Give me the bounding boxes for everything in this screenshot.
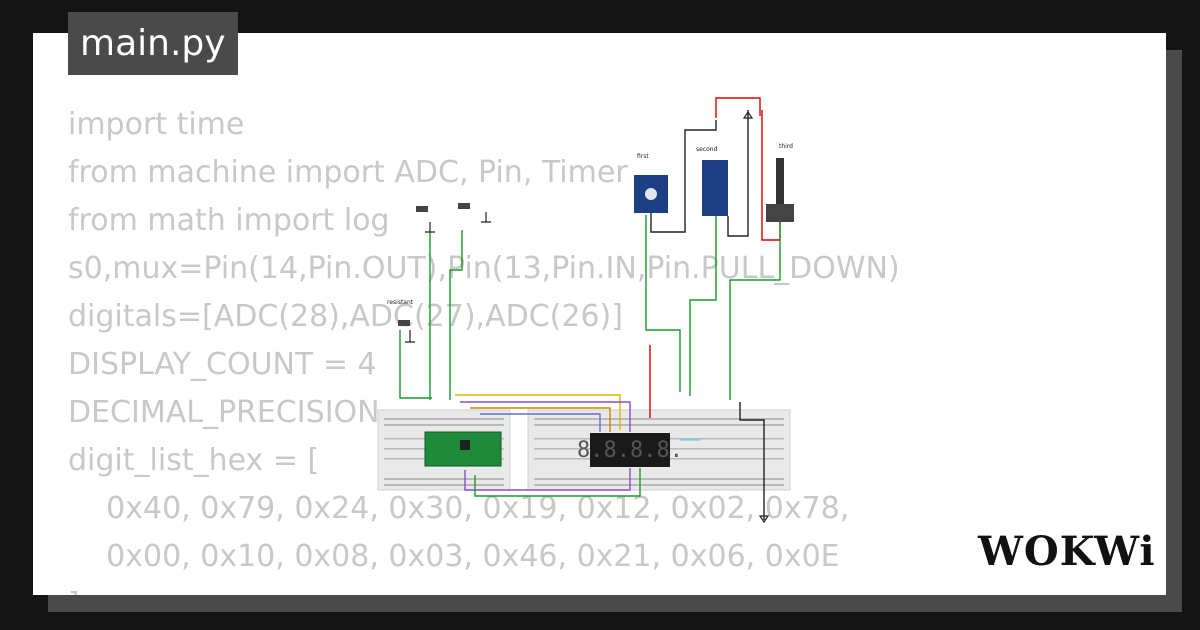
filename-tab: main.py: [68, 12, 238, 75]
label-first: first: [637, 153, 649, 160]
filename-label: main.py: [80, 23, 226, 64]
code-line: from machine import ADC, Pin, Timer: [68, 155, 628, 190]
pico-chip: [460, 440, 470, 450]
code-line: DECIMAL_PRECISION_: [68, 395, 395, 430]
button-1: [416, 206, 428, 212]
wokwi-logo-text: WOKWi: [978, 528, 1156, 575]
wokwi-logo: WOKWi: [978, 528, 1155, 578]
code-line: digit_list_hex = [: [68, 443, 320, 478]
code-line: 0x00, 0x10, 0x08, 0x03, 0x46, 0x21, 0x06…: [68, 539, 840, 574]
code-line: ]: [68, 587, 80, 595]
code-line: 0x40, 0x79, 0x24, 0x30, 0x19, 0x12, 0x02…: [68, 491, 850, 526]
ground-symbols: [405, 110, 770, 524]
button-2: [458, 203, 470, 209]
label-second: second: [696, 146, 718, 153]
sensor-first-dome: [645, 188, 657, 200]
seven-segment-display: [590, 433, 670, 467]
slider-track: [776, 158, 784, 206]
code-line: import time: [68, 107, 245, 142]
label-third: third: [779, 143, 793, 150]
code-line: DISPLAY_COUNT = 4: [68, 347, 377, 382]
slider-third: [766, 204, 794, 222]
label-resistant: resistant: [387, 299, 414, 306]
code-line: from math import log: [68, 203, 390, 238]
code-line: digitals=[ADC(28),ADC(27),ADC(26)]: [68, 299, 623, 334]
display-digits: 8.8.8.8.: [577, 438, 683, 463]
button-resistant: [398, 320, 410, 326]
sensor-second: [702, 160, 728, 216]
wires: [399, 97, 781, 520]
